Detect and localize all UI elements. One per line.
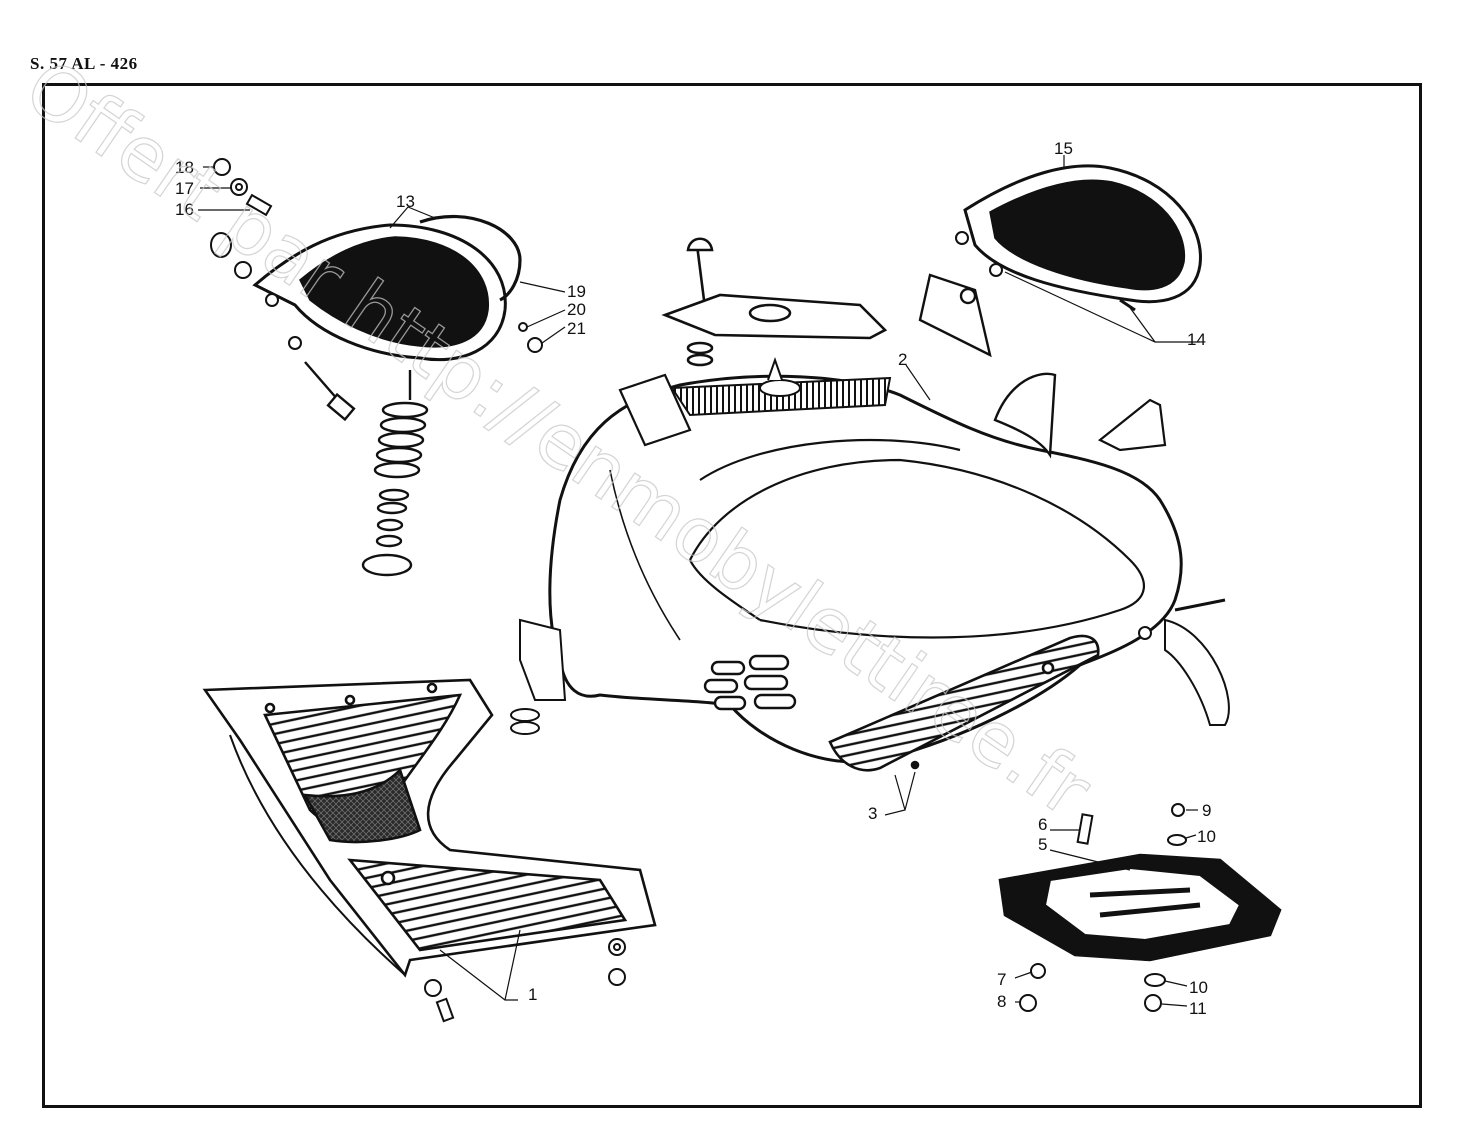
side-vents (703, 654, 797, 711)
callout-10b: 10 (1189, 978, 1208, 997)
carrier-rack (998, 853, 1282, 962)
callout-11: 11 (1189, 999, 1207, 1018)
saddle-front (252, 214, 522, 362)
callout-17: 17 (175, 179, 194, 198)
callout-14: 14 (1187, 330, 1206, 349)
callout-2: 2 (898, 350, 907, 369)
callout-18: 18 (175, 158, 194, 177)
callout-8: 8 (997, 992, 1006, 1011)
callout-1: 1 (528, 985, 537, 1004)
callout-15: 15 (1054, 139, 1073, 158)
callout-6: 6 (1038, 815, 1047, 834)
callout-20: 20 (567, 300, 586, 319)
saddle-rear (955, 164, 1202, 312)
hardware-items (210, 158, 1230, 1023)
callout-16: 16 (175, 200, 194, 219)
callout-labels: 1 2 3 5 6 7 8 9 10 10 11 13 14 15 16 17 … (175, 139, 1216, 1018)
callout-10a: 10 (1197, 827, 1216, 846)
callout-3: 3 (868, 804, 877, 823)
callout-5: 5 (1038, 835, 1047, 854)
leader-lines (198, 155, 1200, 1007)
callout-9: 9 (1202, 801, 1211, 820)
tank-cap-plate (661, 237, 888, 367)
callout-21: 21 (567, 319, 586, 338)
callout-19: 19 (567, 282, 586, 301)
callout-7: 7 (997, 970, 1006, 989)
diagram-frame (42, 83, 1422, 1108)
footboard-right (828, 634, 1100, 772)
callout-13: 13 (396, 192, 415, 211)
saddle-spring (304, 361, 429, 577)
floor-panel-left (202, 678, 657, 978)
document-code: S. 57 AL - 426 (30, 54, 138, 73)
saddle-bracket (918, 273, 992, 358)
